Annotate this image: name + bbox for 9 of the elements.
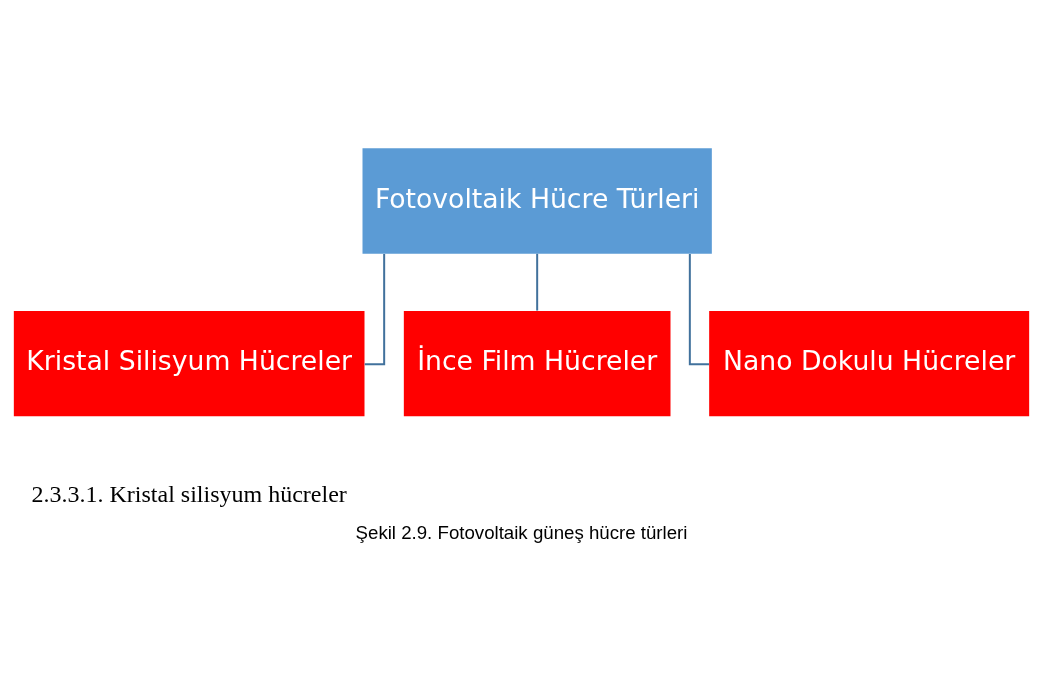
connector bbox=[688, 253, 710, 366]
caption: Şekil 2.9. Fotovoltaik güneş hücre türleri bbox=[355, 522, 688, 544]
label: 2.3.3.1. Kristal silisyum hücreler bbox=[31, 481, 347, 508]
node-box: Fotovoltaik Hücre Türleri bbox=[362, 148, 712, 254]
node-box: Kristal Silisyum Hücreler bbox=[13, 311, 365, 417]
node-box: Nano Dokulu Hücreler bbox=[709, 311, 1030, 417]
connector bbox=[536, 252, 539, 312]
node-box: İnce Film Hücreler bbox=[403, 311, 671, 417]
connector bbox=[363, 253, 386, 366]
